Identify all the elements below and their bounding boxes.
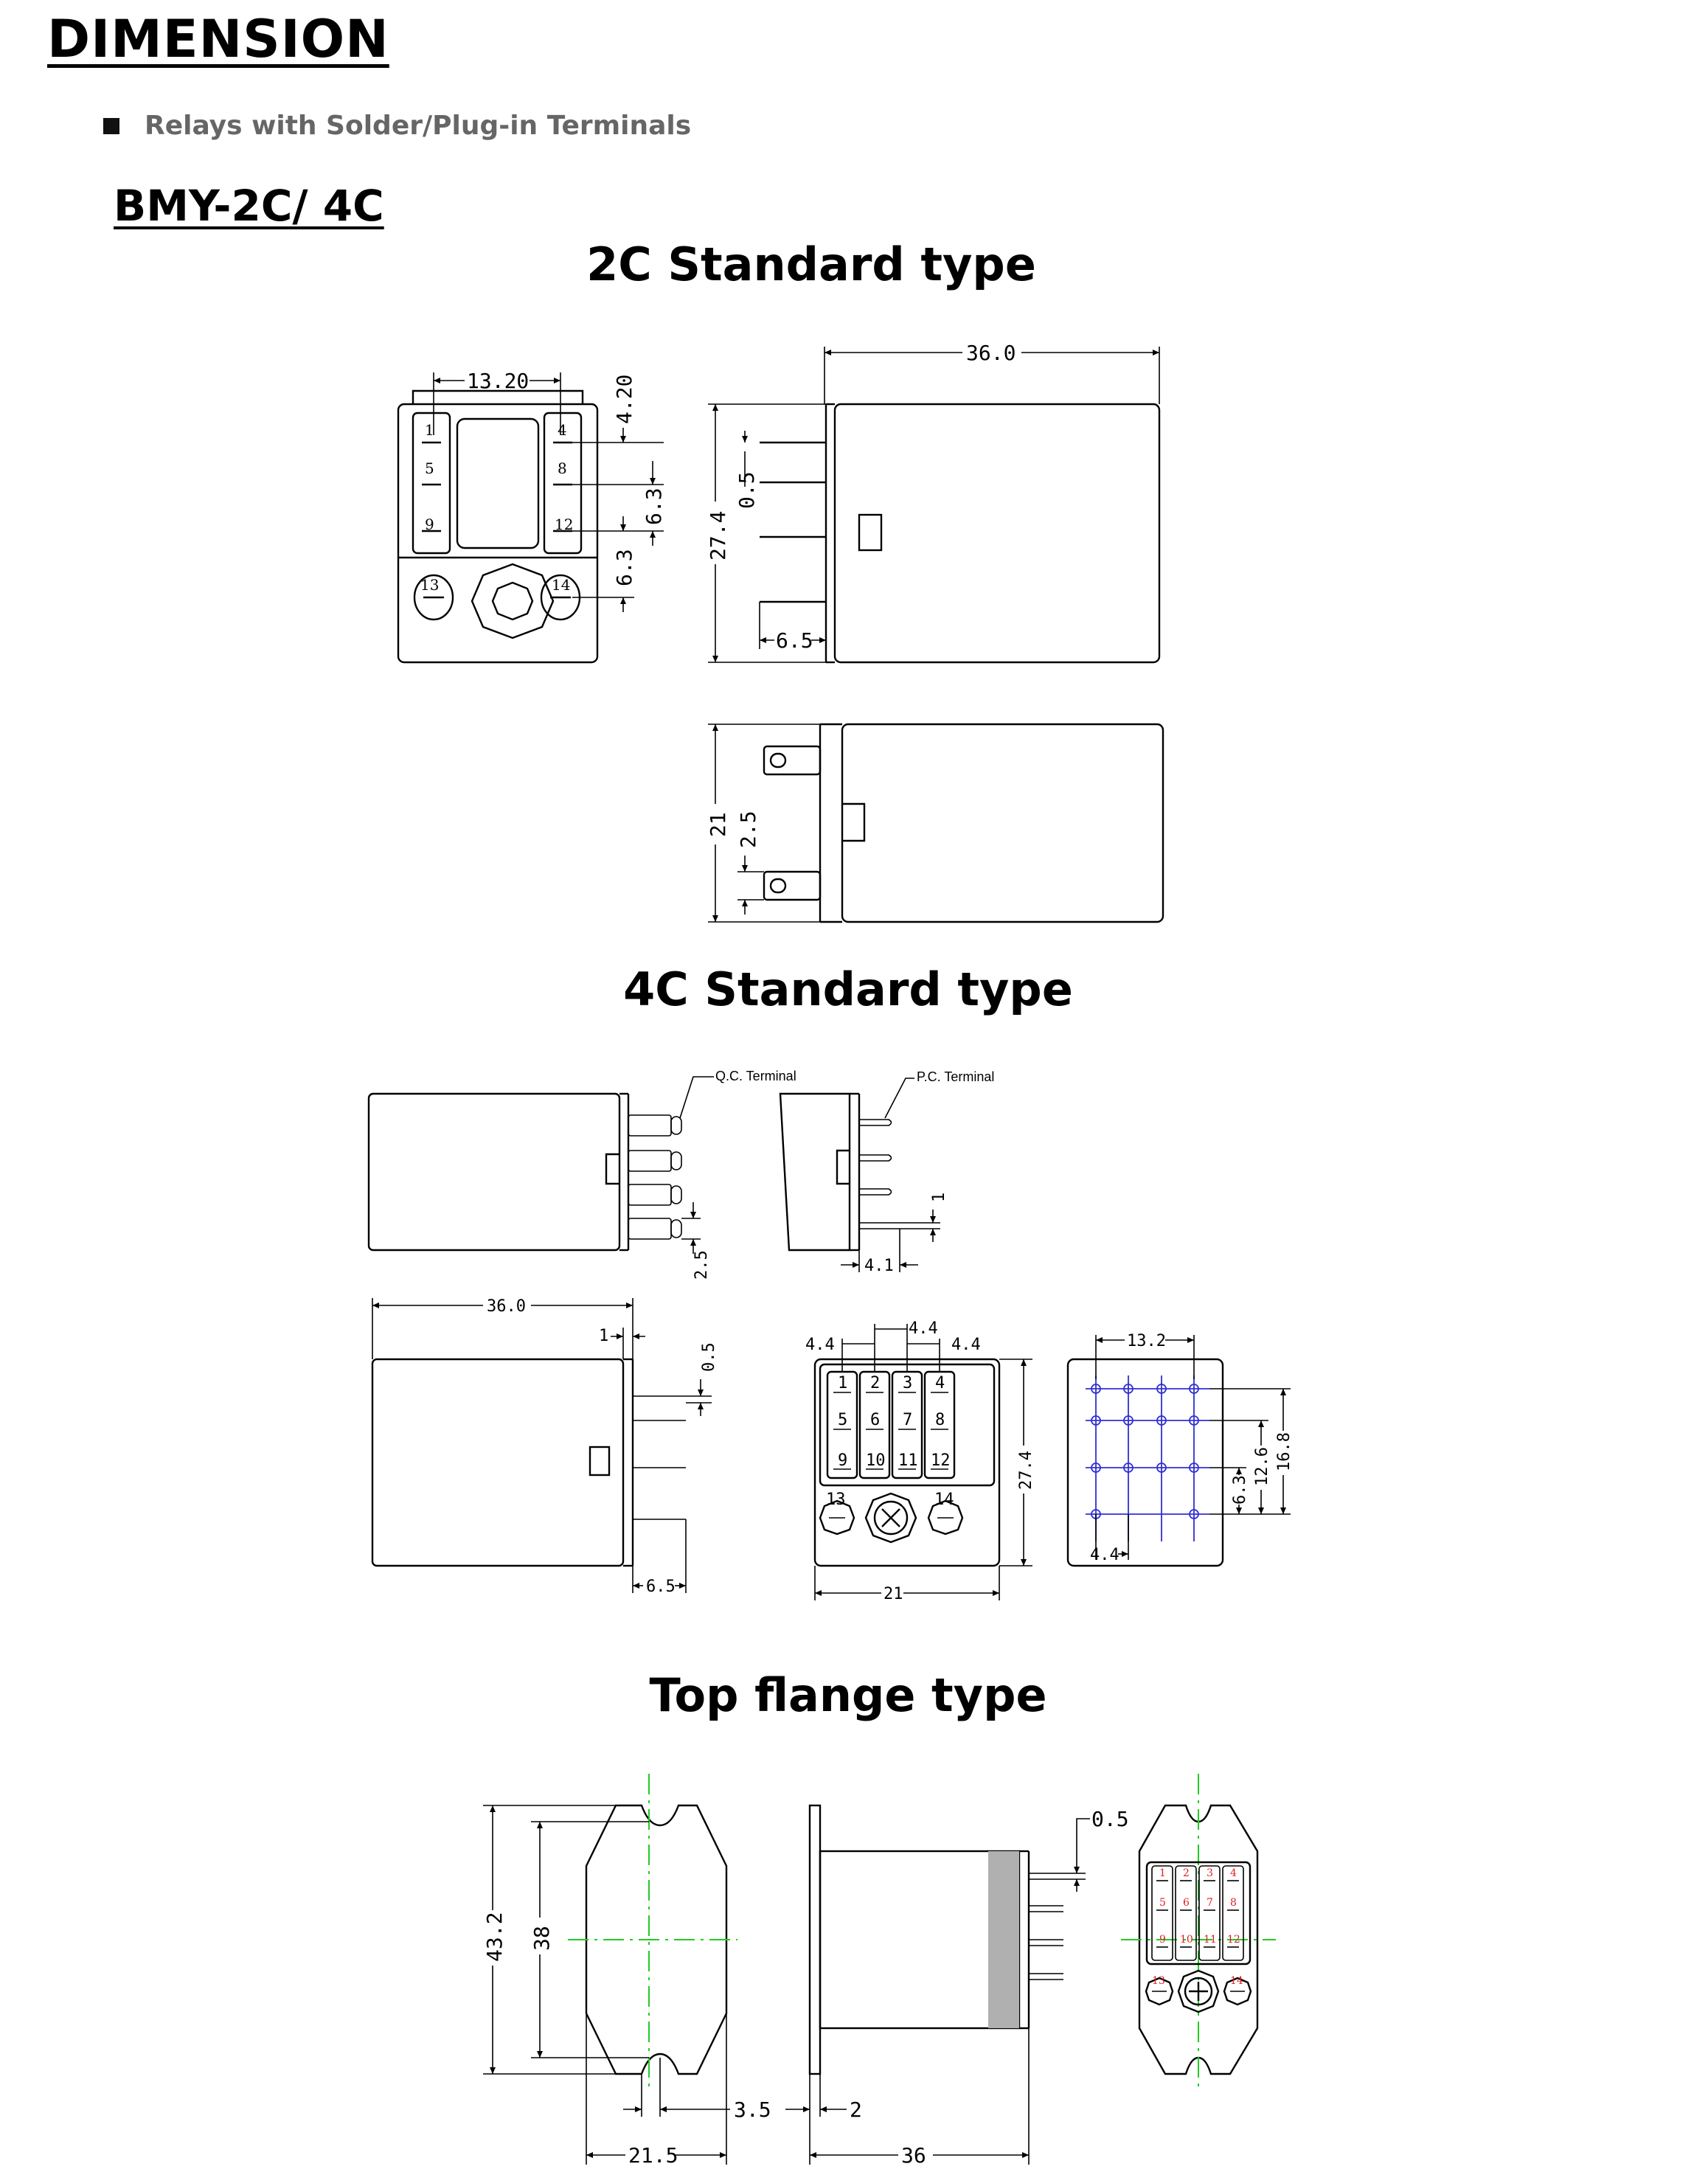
- dim-label: 36.0: [966, 341, 1016, 365]
- qc-terminal-label: Q.C. Terminal: [715, 1069, 796, 1083]
- dim-label: 6.3: [642, 488, 666, 525]
- drawing-4c-side: 36.0 1 0.5 6.5: [371, 1297, 718, 1596]
- drawing-2c-side: 36.0 27.4 0.5 6.5: [706, 341, 1161, 664]
- dim-label: 27.4: [706, 511, 730, 561]
- section-2c-title: 2C Standard type: [586, 237, 1036, 291]
- dim-label: 38: [530, 1926, 554, 1951]
- pin-label: 8: [935, 1411, 945, 1429]
- dim-label: 4.4: [909, 1319, 938, 1338]
- drawing-2c-front: 1 4 5 8 9 12 13 14 13.20 4.20 6.3 6.3: [397, 369, 666, 664]
- pin-label: 13: [1152, 1975, 1165, 1987]
- dim-label: 3.5: [734, 2098, 771, 2122]
- pin-label: 13: [420, 576, 439, 594]
- dim-label: 21.5: [628, 2143, 678, 2168]
- pin-label: 8: [558, 459, 567, 477]
- pin-label: 10: [1180, 1934, 1193, 1946]
- section-flange-title: Top flange type: [649, 1668, 1047, 1722]
- dim-label: 2.5: [736, 811, 760, 848]
- pin-label: 1: [1159, 1867, 1166, 1879]
- dim-label: 4.1: [864, 1257, 894, 1275]
- drawing-4c-front: 1 2 3 4 5 6 7 8 9 10 11 12 13 14 4.4 4.4…: [805, 1319, 1035, 1603]
- dim-label: 2: [850, 2098, 862, 2122]
- dim-label: 6.5: [776, 628, 813, 653]
- dim-label: 0.5: [700, 1342, 718, 1372]
- pin-label: 4: [935, 1374, 945, 1392]
- pin-label: 9: [1159, 1934, 1166, 1946]
- dim-label: 0.5: [1091, 1807, 1129, 1831]
- dim-label: 0.5: [735, 471, 759, 509]
- pin-label: 6: [870, 1411, 880, 1429]
- pin-label: 7: [903, 1411, 912, 1429]
- pin-label: 3: [1207, 1867, 1213, 1879]
- pin-label: 9: [838, 1451, 847, 1470]
- dim-label: 36.0: [487, 1297, 526, 1316]
- dim-label: 6.3: [1231, 1475, 1249, 1505]
- dim-label: 43.2: [482, 1912, 507, 1962]
- dim-label: 4.4: [805, 1336, 835, 1354]
- drawing-2c-top: 21 2.5: [706, 723, 1164, 923]
- pin-label: 5: [425, 459, 434, 477]
- pin-label: 2: [1183, 1867, 1190, 1879]
- pin-label: 13: [826, 1491, 846, 1509]
- dim-label: 4.20: [612, 375, 636, 424]
- dim-label: 6.3: [612, 549, 636, 586]
- pin-label: 6: [1183, 1897, 1190, 1909]
- drawing-4c-qc-side: Q.C. Terminal 2.5: [367, 1069, 796, 1280]
- drawing-flange-side: 0.5 2 36: [785, 1804, 1129, 2168]
- dim-label: 16.8: [1275, 1432, 1294, 1471]
- pin-label: 4: [1230, 1867, 1237, 1879]
- pin-label: 12: [555, 516, 573, 533]
- pin-label: 4: [558, 421, 567, 439]
- drawing-flange-pinout: 1 2 3 4 5 6 7 8 9 10 11 12 13 14: [1121, 1774, 1276, 2091]
- pin-label: 10: [866, 1451, 886, 1470]
- pin-label: 12: [931, 1451, 951, 1470]
- pin-label: 14: [934, 1491, 954, 1509]
- dim-label: 13.20: [467, 369, 529, 393]
- section-bullet: Relays with Solder/Plug-in Terminals: [103, 111, 691, 141]
- dim-label: 4.4: [951, 1336, 981, 1354]
- dim-label: 27.4: [1017, 1451, 1035, 1490]
- section-4c-title: 4C Standard type: [623, 962, 1073, 1016]
- pin-label: 14: [1230, 1975, 1243, 1987]
- drawing-4c-pcb-layout: 13.2 6.3 12.6 16.8 4.4: [1066, 1332, 1294, 1567]
- dim-label: 21: [883, 1585, 903, 1603]
- pc-terminal-label: P.C. Terminal: [917, 1069, 994, 1084]
- dim-label: 12.6: [1253, 1447, 1271, 1486]
- pin-label: 8: [1230, 1897, 1237, 1909]
- dim-label: 21: [706, 812, 730, 837]
- drawing-flange-front: 43.2 38 3.5 21.5: [482, 1774, 771, 2168]
- pin-label: 5: [838, 1411, 847, 1429]
- dim-label: 13.2: [1127, 1332, 1166, 1350]
- pin-label: 1: [425, 421, 434, 439]
- dim-label: 36: [901, 2143, 926, 2168]
- pin-label: 7: [1207, 1897, 1213, 1909]
- pin-label: 5: [1159, 1897, 1166, 1909]
- pin-label: 9: [425, 516, 434, 533]
- page-title: DIMENSION: [47, 9, 389, 69]
- bullet-square-icon: [103, 117, 119, 134]
- pin-label: 12: [1227, 1934, 1240, 1946]
- pin-label: 11: [1204, 1934, 1217, 1946]
- dim-label: 6.5: [646, 1578, 676, 1596]
- pin-label: 11: [898, 1451, 918, 1470]
- pin-label: 14: [552, 576, 570, 594]
- dim-label: 1: [599, 1327, 608, 1345]
- pin-label: 3: [903, 1374, 912, 1392]
- pin-label: 2: [870, 1374, 880, 1392]
- dim-label: 4.4: [1090, 1546, 1119, 1564]
- bullet-text: Relays with Solder/Plug-in Terminals: [145, 111, 692, 141]
- dim-label: 1: [930, 1193, 948, 1202]
- pin-label: 1: [838, 1374, 847, 1392]
- drawing-4c-pc-side: P.C. Terminal 1 4.1: [779, 1069, 994, 1275]
- dim-label: 2.5: [692, 1250, 711, 1280]
- model-heading: BMY-2C/ 4C: [114, 181, 384, 231]
